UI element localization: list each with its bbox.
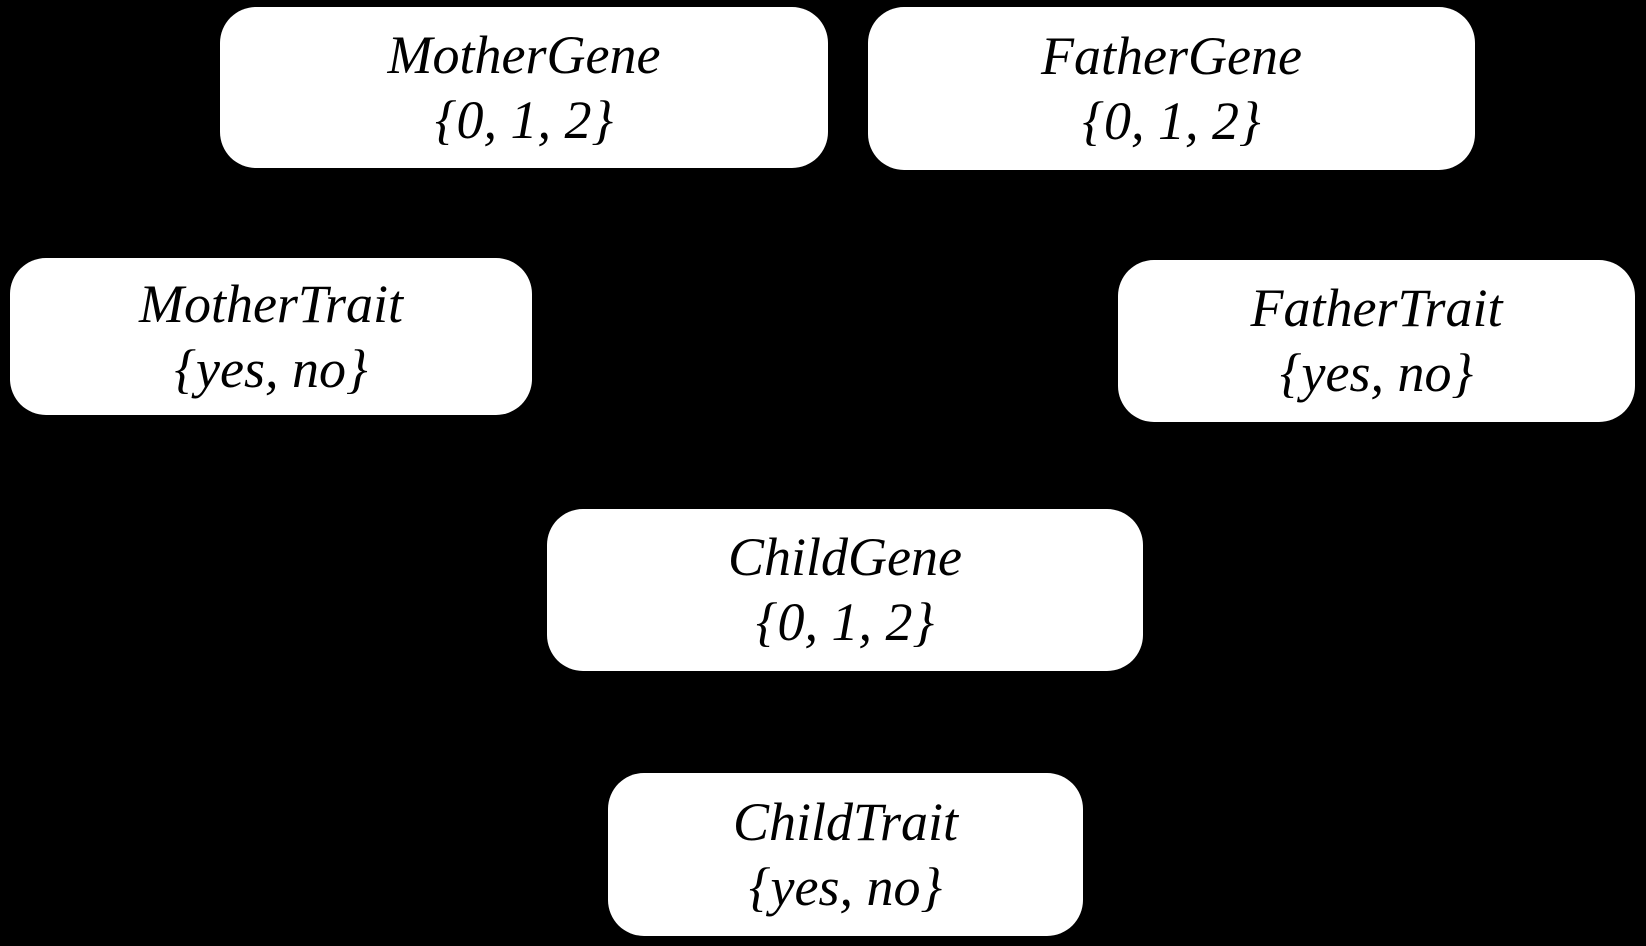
node-father-gene-domain: {0, 1, 2} (1082, 90, 1261, 151)
node-mother-trait-domain: {yes, no} (174, 338, 368, 399)
node-father-trait-domain: {yes, no} (1279, 343, 1474, 403)
node-father-trait: FatherTrait {yes, no} (1118, 260, 1635, 422)
node-child-gene: ChildGene {0, 1, 2} (547, 509, 1143, 671)
node-mother-gene-label: MotherGene (387, 24, 661, 85)
node-child-trait-domain: {yes, no} (748, 856, 943, 917)
node-mother-gene-domain: {0, 1, 2} (434, 89, 614, 150)
node-mother-trait: MotherTrait {yes, no} (10, 258, 532, 415)
node-father-gene-label: FatherGene (1041, 25, 1302, 86)
node-mother-gene: MotherGene {0, 1, 2} (220, 7, 828, 168)
node-child-gene-domain: {0, 1, 2} (755, 592, 935, 652)
node-father-trait-label: FatherTrait (1250, 278, 1503, 339)
node-child-gene-label: ChildGene (728, 527, 962, 588)
node-father-gene: FatherGene {0, 1, 2} (868, 7, 1475, 170)
node-mother-trait-label: MotherTrait (138, 273, 404, 334)
node-child-trait: ChildTrait {yes, no} (608, 773, 1083, 936)
node-child-trait-label: ChildTrait (732, 791, 959, 852)
